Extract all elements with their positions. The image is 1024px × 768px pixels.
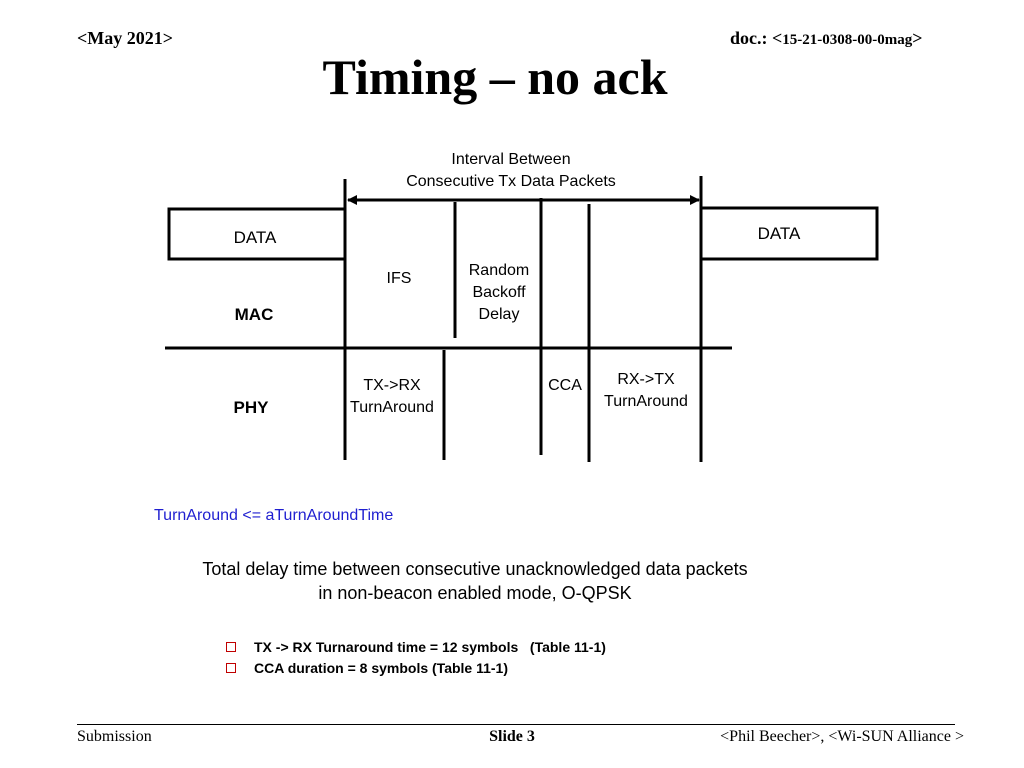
bullet-item: CCA duration = 8 symbols (Table 11-1) <box>224 657 606 678</box>
bullet-text: CCA duration = 8 symbols (Table 11-1) <box>254 659 509 676</box>
doc-suffix: > <box>912 28 923 48</box>
checkbox-bullet-icon <box>226 641 236 652</box>
interval-label-line2: Consecutive Tx Data Packets <box>406 173 616 190</box>
footer-author: <Phil Beecher>, <Wi-SUN Alliance > <box>720 728 964 745</box>
summary-line2: in non-beacon enabled mode, O-QPSK <box>318 583 632 603</box>
bullet-list: TX -> RX Turnaround time = 12 symbols (T… <box>224 636 606 678</box>
rxtx-label: RX->TX TurnAround <box>594 369 698 413</box>
data-box-left <box>167 207 345 261</box>
rxtx-line1: RX->TX <box>617 371 675 388</box>
rxtx-line2: TurnAround <box>604 393 688 410</box>
footer-divider <box>77 724 955 725</box>
backoff-line2: Backoff <box>472 284 526 301</box>
txrx-label: TX->RX TurnAround <box>340 375 444 419</box>
mac-label: MAC <box>234 305 274 324</box>
summary-text: Total delay time between consecutive una… <box>160 557 790 605</box>
data-right-label: DATA <box>757 224 801 243</box>
txrx-line2: TurnAround <box>350 399 434 416</box>
header-doc-id: doc.: <15-21-0308-00-0mag> <box>730 28 923 49</box>
summary-line1: Total delay time between consecutive una… <box>202 559 748 579</box>
interval-label-line1: Interval Between <box>451 151 571 168</box>
backoff-line1: Random <box>468 262 530 279</box>
footer-submission: Submission <box>77 728 152 745</box>
turnaround-note: TurnAround <= aTurnAroundTime <box>154 507 394 524</box>
checkbox-bullet-icon <box>226 662 236 673</box>
bullet-item: TX -> RX Turnaround time = 12 symbols (T… <box>224 636 606 657</box>
footer-slide-number: Slide 3 <box>489 728 535 745</box>
data-left-label: DATA <box>233 228 277 247</box>
cca-label: CCA <box>548 377 582 394</box>
backoff-line3: Delay <box>478 306 520 323</box>
interval-label: Interval Between Consecutive Tx Data Pac… <box>380 149 642 193</box>
data-box-right <box>701 206 879 261</box>
header-date: <May 2021> <box>77 28 174 48</box>
doc-number: 15-21-0308-00-0mag <box>782 32 913 48</box>
bullet-text: TX -> RX Turnaround time = 12 symbols (T… <box>254 638 606 655</box>
backoff-label: Random Backoff Delay <box>458 260 540 326</box>
slide-title: Timing – no ack <box>322 49 668 105</box>
doc-prefix: doc.: < <box>730 28 783 48</box>
ifs-label: IFS <box>386 270 412 287</box>
phy-label: PHY <box>233 398 269 417</box>
txrx-line1: TX->RX <box>363 377 421 394</box>
